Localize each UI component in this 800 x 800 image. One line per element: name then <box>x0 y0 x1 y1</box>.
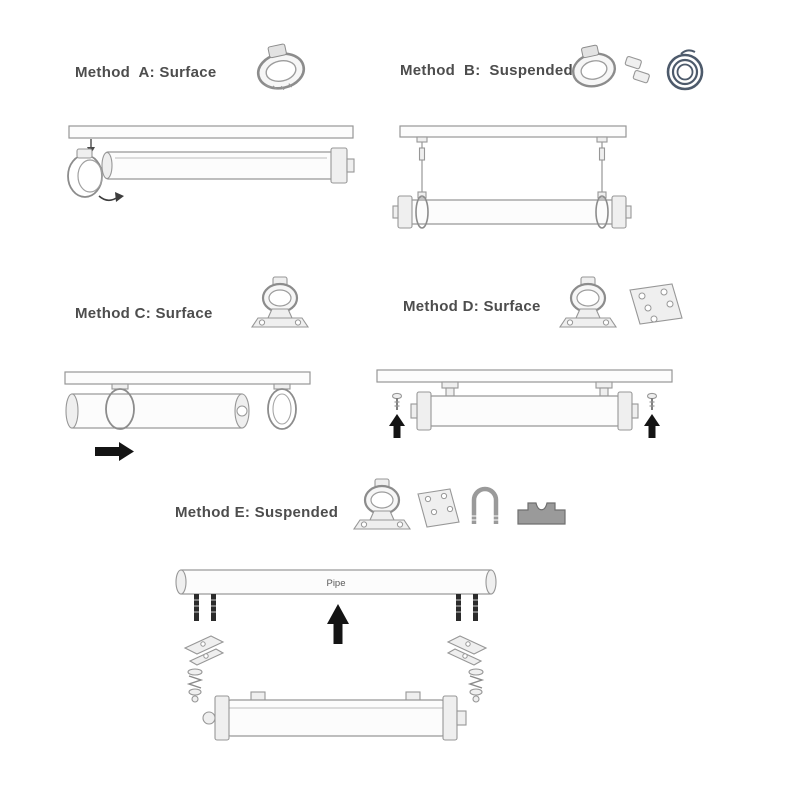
saddle-clamp-icon <box>517 502 566 525</box>
up-arrow-icon <box>389 414 405 438</box>
bracket-left <box>183 635 225 666</box>
hose-clamp-icon <box>248 40 314 96</box>
method-c-illustration <box>60 368 315 468</box>
method-e-label: Method E: Suspended <box>175 504 339 521</box>
slide-arrow-icon <box>95 442 134 461</box>
tube-fixture <box>101 147 355 184</box>
tube-fixture <box>202 691 467 741</box>
screw-left <box>391 392 403 410</box>
pipe: Pipe <box>175 569 497 595</box>
method-d-parts-icons <box>558 276 686 336</box>
tube-fixture <box>392 195 632 229</box>
bracket-right <box>446 635 488 666</box>
clamp-rings <box>415 191 609 229</box>
hose-clamp-icon <box>571 44 617 88</box>
steel-cable-coil-icon <box>666 49 704 91</box>
tube-fixture <box>410 391 639 431</box>
clamp-with-base-icon <box>352 478 412 530</box>
method-b-illustration <box>392 120 632 242</box>
mounting-plate-icon <box>629 283 683 325</box>
u-bolt-icon <box>471 486 499 524</box>
spring-washers-right <box>467 668 485 703</box>
spring-washers-left <box>186 668 204 703</box>
clamp-ring <box>67 148 103 198</box>
method-b-parts-icons <box>568 40 710 100</box>
rotate-arrow-icon <box>98 192 124 202</box>
method-a-illustration <box>55 118 365 223</box>
up-arrow-icon <box>644 414 660 438</box>
clamp-ring-right <box>267 383 297 430</box>
method-e-illustration: Pipe <box>163 562 508 754</box>
up-arrow-icon <box>327 604 349 644</box>
ceiling-bar <box>68 125 354 139</box>
method-c-label: Method C: Surface <box>75 305 213 322</box>
mounting-clips-icon <box>624 56 650 84</box>
method-b-label: Method B: Suspended <box>400 62 573 79</box>
suspension-wires <box>416 136 608 196</box>
u-bolt-rods-right <box>456 594 478 621</box>
mount-brackets <box>441 381 613 397</box>
mounting-plate-icon <box>417 488 460 528</box>
method-d-label: Method D: Surface <box>403 298 541 315</box>
method-e-parts-icons <box>352 478 577 536</box>
ceiling-bar <box>399 125 627 138</box>
ceiling-bar <box>64 371 311 385</box>
u-bolt-rods-left <box>194 594 216 621</box>
clamp-ring-left <box>105 388 135 430</box>
screw-right <box>646 392 658 410</box>
ceiling-bar <box>376 369 673 383</box>
pipe-label: Pipe <box>326 578 345 589</box>
method-d-illustration <box>372 366 677 451</box>
method-a-label: Method A: Surface <box>75 64 217 81</box>
tube-fixture <box>65 393 250 429</box>
clamp-with-base-icon <box>250 276 310 336</box>
clamp-with-base-icon <box>558 276 618 328</box>
